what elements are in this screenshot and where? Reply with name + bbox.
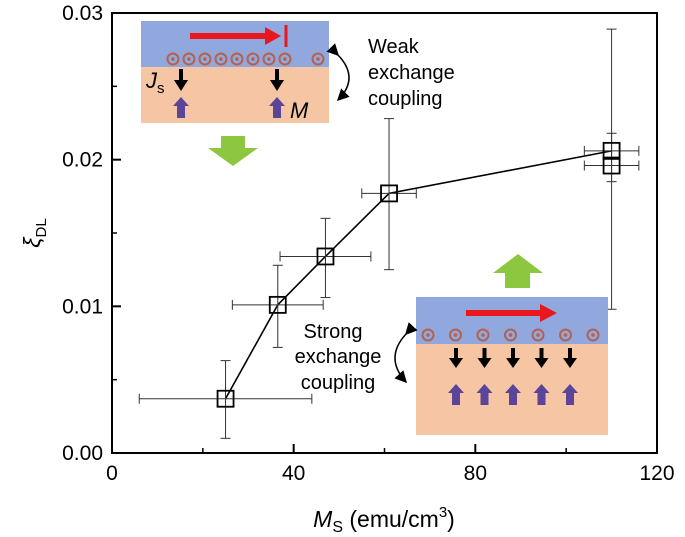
spin-arrow-right-head	[270, 80, 284, 91]
spin-circle	[311, 52, 325, 66]
m-label: M	[290, 98, 309, 123]
moment-arrow-left	[173, 97, 189, 118]
spin-circle-dot	[563, 333, 568, 337]
spin-circle	[262, 52, 276, 66]
spin-circle-dot	[453, 333, 458, 337]
spin-circle-dot	[536, 333, 540, 337]
spin-circle	[198, 52, 212, 66]
js-label: Js	[145, 68, 165, 97]
spin-circle	[586, 328, 600, 342]
spin-circle	[214, 52, 228, 66]
y-axis-title: ξDL	[19, 218, 50, 247]
spin-arrow-head	[449, 358, 463, 368]
spin-circle	[278, 52, 292, 66]
top-label-2: exchange	[368, 62, 455, 84]
spin-arrows-bottom	[449, 348, 577, 368]
big-arrow-down	[208, 136, 258, 166]
x-axis-title: MS (emu/cm3)	[313, 504, 455, 536]
inset-bottom-nonmagnet-layer	[416, 297, 608, 344]
current-arrow-head	[265, 27, 281, 45]
moment-arrow-right	[269, 97, 285, 118]
moment-arrow	[562, 384, 578, 405]
spin-circle	[166, 52, 180, 66]
spin-circle-dot	[267, 57, 271, 61]
data-point	[602, 156, 621, 175]
spin-arrow-left-head	[174, 80, 188, 91]
spin-arrow-head	[534, 358, 549, 368]
big-arrow-up	[493, 254, 543, 288]
spin-circle-dot	[171, 57, 175, 61]
data-point	[316, 247, 335, 266]
spin-arrow-head	[477, 358, 492, 368]
bottom-label-1: Strong	[304, 321, 363, 343]
current-arrow-bottom-head	[540, 304, 557, 322]
spin-circle-dot	[426, 333, 430, 337]
spin-circle	[476, 328, 490, 342]
moment-arrow	[476, 384, 493, 405]
spin-circle-dot	[235, 57, 239, 61]
spin-circle-dot	[251, 57, 255, 61]
spin-circle	[531, 328, 545, 342]
spin-circle	[504, 328, 517, 342]
y-axis-ticks: 0.00 0.01 0.02 0.03	[62, 2, 121, 465]
x-axis-title-main: M	[313, 506, 333, 532]
spin-circle	[246, 52, 260, 66]
bottom-curved-arrow	[394, 322, 418, 384]
x-tick-label: 120	[639, 462, 674, 485]
spin-circle	[182, 52, 196, 66]
x-axis-title-sup: 3	[439, 504, 447, 521]
inset-strong-coupling	[416, 297, 608, 435]
data-point	[602, 141, 621, 160]
spin-circles-row	[166, 52, 325, 66]
x-axis-title-sub: S	[332, 519, 343, 536]
y-axis-title-main: ξ	[19, 236, 45, 248]
inset-top-nonmagnet-layer	[141, 21, 329, 67]
moment-arrow	[448, 384, 464, 405]
y-axis-title-sub: DL	[33, 218, 50, 237]
spin-circle-dot	[591, 333, 595, 337]
data-point	[216, 389, 235, 408]
spin-arrow-head	[563, 358, 577, 368]
x-tick-label: 40	[282, 462, 305, 485]
y-tick-label: 0.01	[62, 295, 103, 318]
inset-weak-coupling: Js M	[141, 21, 329, 123]
svg-text:ξDL: ξDL	[19, 218, 50, 247]
x-axis-title-rest: (emu/cm	[343, 506, 439, 532]
error-bars	[138, 28, 640, 439]
top-label-3: coupling	[368, 88, 443, 110]
spin-circle-dot	[508, 333, 513, 337]
spin-circle	[559, 328, 572, 342]
spin-circle-dot	[203, 57, 207, 61]
y-tick-label: 0.00	[62, 442, 103, 465]
x-tick-label: 80	[464, 462, 487, 485]
bottom-label-3: coupling	[301, 372, 376, 394]
moment-arrows-bottom	[448, 384, 578, 405]
x-axis-ticks: 0 40 80 120	[106, 444, 675, 485]
moment-arrow	[533, 384, 550, 405]
spin-circle	[449, 328, 462, 342]
data-point	[380, 184, 398, 203]
top-curved-arrow	[326, 43, 350, 102]
spin-circle-dot	[187, 57, 191, 61]
spin-arrow-head	[506, 358, 520, 368]
spin-circle	[421, 328, 435, 342]
spin-circle-dot	[219, 57, 223, 61]
spin-circle-dot	[283, 57, 287, 61]
y-tick-label: 0.02	[62, 149, 103, 172]
spin-circle-dot	[316, 57, 320, 61]
spin-circle-dot	[481, 333, 485, 337]
y-tick-label: 0.03	[62, 2, 103, 25]
top-label-1: Weak	[368, 36, 420, 58]
x-tick-label: 0	[106, 462, 118, 485]
bottom-label-2: exchange	[295, 346, 382, 368]
x-axis-title-close: )	[447, 506, 455, 532]
spin-circles-row-bottom	[421, 328, 600, 342]
inset-top-magnet-layer	[141, 67, 329, 123]
data-points	[216, 141, 621, 408]
moment-arrow	[505, 384, 521, 405]
data-point	[268, 295, 287, 314]
spin-circle	[230, 52, 244, 66]
